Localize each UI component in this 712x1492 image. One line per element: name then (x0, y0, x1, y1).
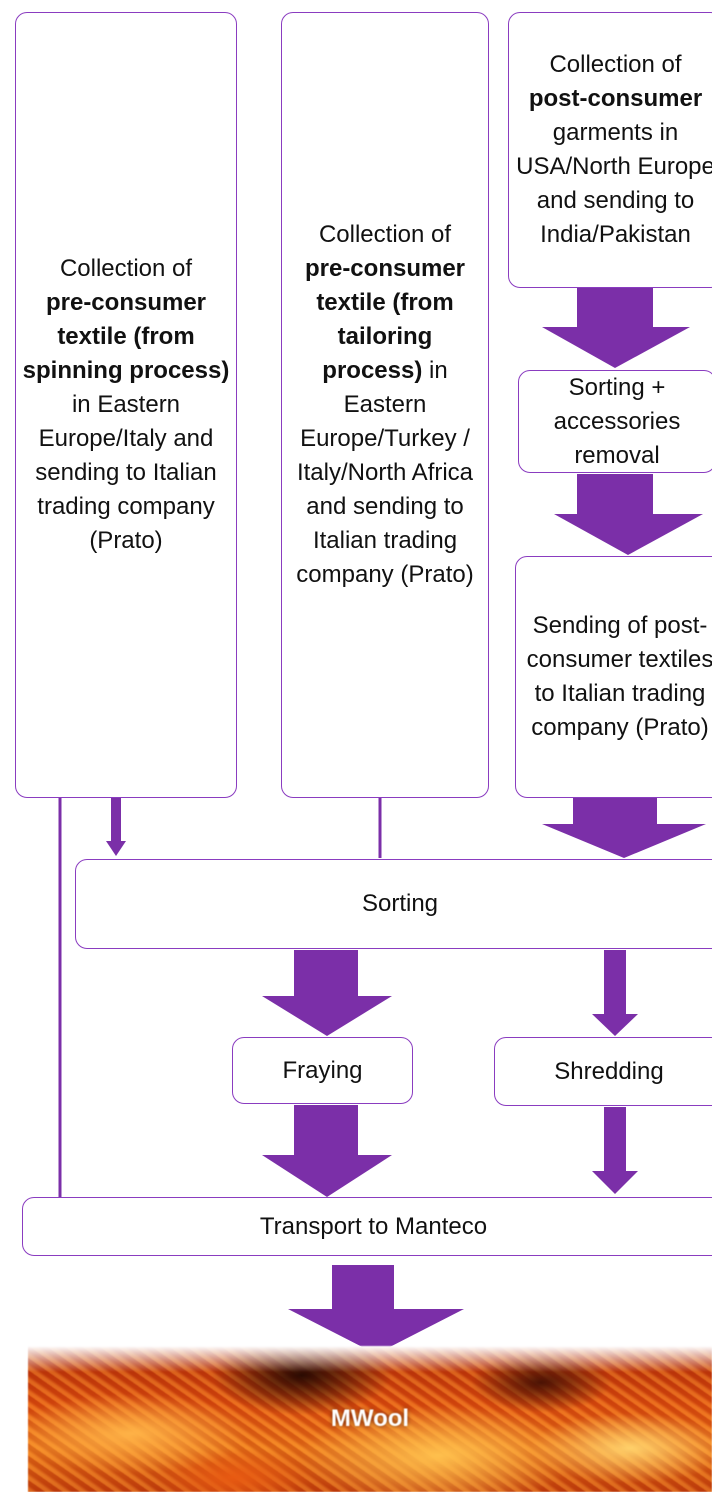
post-consumer-post-text: garments in USA/North Europe and sending… (516, 119, 712, 248)
box-sending-post-consumer: Sending of post-consumer textiles to Ita… (515, 556, 712, 798)
sorting-text: Sorting (361, 890, 439, 917)
arrow-sending-to-sorting-shaft (573, 797, 657, 824)
arrow-fraying-to-transport-head (262, 1155, 392, 1197)
arrow-post-to-sorting-acc-head (542, 327, 690, 368)
arrow-sorting-to-fraying-shaft (294, 950, 358, 996)
tailoring-bold-text: pre-consumer textile (from tailoring pro… (304, 255, 466, 384)
post-consumer-bold-text: post-consumer (528, 85, 703, 112)
box-tailoring-collection: Collection of pre-consumer textile (from… (281, 12, 489, 798)
box-post-consumer-collection: Collection of post-consumer garments in … (508, 12, 712, 288)
arrow-sorting-to-shredding-head (592, 1014, 638, 1036)
box-fraying: Fraying (232, 1037, 413, 1104)
arrow-fraying-to-transport-shaft (294, 1105, 358, 1155)
box-shredding: Shredding (494, 1037, 712, 1106)
box-sorting: Sorting (75, 859, 712, 949)
spinning-pre-text: Collection of (59, 255, 193, 282)
thin-arrow-spinning-head (106, 841, 126, 856)
arrow-sending-to-sorting-head (542, 824, 706, 858)
arrow-transport-to-mwool-head (288, 1309, 464, 1354)
arrow-sortacc-to-sending-head (554, 514, 703, 555)
thin-arrow-spinning-to-sorting (111, 797, 121, 841)
box-sorting-accessories: Sorting + accessories removal (518, 370, 712, 473)
shredding-text: Shredding (554, 1057, 664, 1085)
mwool-fiber-image: MWool (28, 1346, 712, 1492)
arrow-transport-to-mwool-shaft (332, 1265, 394, 1309)
sorting-accessories-text: Sorting + accessories removal (553, 373, 681, 469)
tailoring-post-text: in Eastern Europe/Turkey / Italy/North A… (296, 357, 474, 588)
mwool-label: MWool (330, 1405, 410, 1432)
arrow-shredding-to-transport-shaft (604, 1107, 626, 1171)
transport-text: Transport to Manteco (259, 1212, 488, 1240)
sending-post-text: Sending of post-consumer textiles to Ita… (526, 612, 712, 741)
spinning-bold-text: pre-consumer textile (from spinning proc… (22, 289, 230, 384)
arrow-sorting-to-fraying-head (262, 996, 392, 1036)
fraying-text: Fraying (282, 1056, 363, 1084)
arrow-post-to-sorting-acc-shaft (577, 287, 653, 327)
post-consumer-pre-text: Collection of (549, 51, 682, 78)
arrow-sortacc-to-sending-shaft (577, 474, 653, 514)
arrow-shredding-to-transport-head (592, 1171, 638, 1194)
spinning-post-text: in Eastern Europe/Italy and sending to I… (35, 391, 217, 554)
arrow-sorting-to-shredding-shaft (604, 950, 626, 1014)
tailoring-pre-text: Collection of (318, 221, 452, 248)
box-transport: Transport to Manteco (22, 1197, 712, 1256)
image-top-fade (28, 1346, 712, 1372)
box-spinning-collection: Collection of pre-consumer textile (from… (15, 12, 237, 798)
